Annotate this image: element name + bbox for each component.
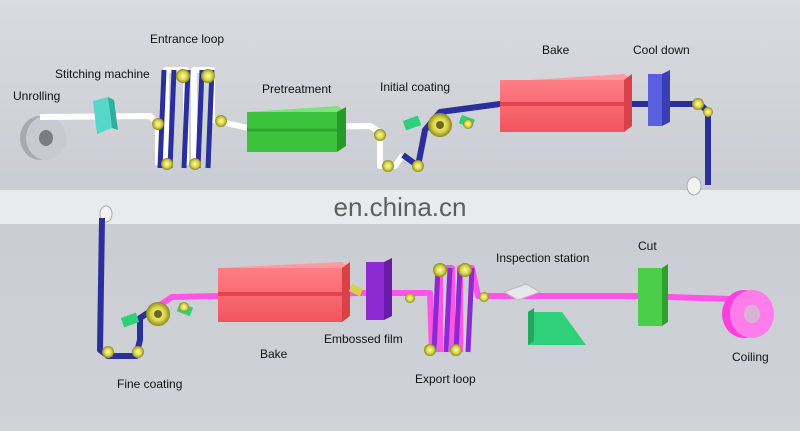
label-initial-coating: Initial coating	[380, 80, 450, 94]
unrolling-coil	[20, 116, 66, 160]
transfer-roller-bottom	[99, 205, 113, 223]
cool-down-unit	[648, 70, 670, 126]
watermark-band	[0, 190, 800, 224]
label-bake-bottom: Bake	[260, 347, 288, 361]
label-coiling: Coiling	[732, 350, 769, 364]
label-cool-down: Cool down	[633, 43, 690, 57]
entrance-loop	[157, 69, 215, 169]
initial-coating-unit	[374, 113, 475, 172]
cut-unit	[638, 264, 668, 326]
cool-down-rollers	[692, 98, 713, 117]
transfer-roller-top	[686, 176, 702, 196]
fine-coating-unit	[102, 302, 193, 358]
label-embossed-film: Embossed film	[324, 332, 403, 346]
label-export-loop: Export loop	[415, 372, 476, 386]
bake-oven-bottom	[218, 262, 350, 322]
label-cut: Cut	[638, 239, 657, 253]
export-loop-rollers	[424, 263, 489, 356]
label-fine-coating: Fine coating	[117, 377, 182, 391]
label-stitching-machine: Stitching machine	[55, 67, 150, 81]
pretreatment-unit	[247, 106, 346, 152]
label-inspection-station: Inspection station	[496, 251, 589, 265]
export-loop	[431, 267, 475, 353]
strip-return-blue	[97, 217, 162, 359]
label-entrance-loop: Entrance loop	[150, 32, 224, 46]
entrance-loop-rollers	[152, 69, 227, 170]
embossed-film-unit	[348, 258, 415, 320]
label-bake-top: Bake	[542, 43, 570, 57]
coiling-coil	[722, 290, 774, 338]
label-unrolling: Unrolling	[13, 89, 60, 103]
watermark: en.china.cn	[334, 192, 467, 222]
stitching-machine	[93, 97, 118, 134]
label-pretreatment: Pretreatment	[262, 82, 332, 96]
bake-oven-top	[500, 74, 632, 132]
inspection-station	[502, 283, 586, 345]
